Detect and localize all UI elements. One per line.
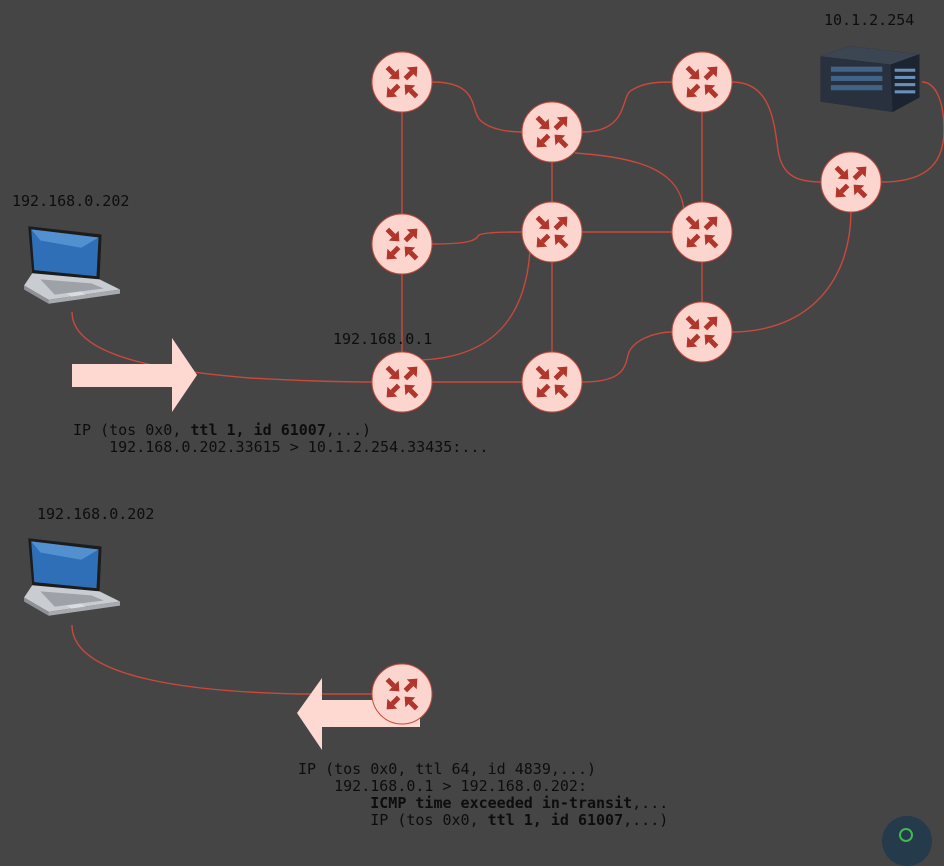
- outgoing-line2: 192.168.0.202.33615 > 10.1.2.254.33435:.…: [73, 438, 489, 456]
- laptop-bottom-ip-label: 192.168.0.202: [37, 505, 155, 523]
- link: [731, 211, 852, 333]
- router-icon: [521, 351, 583, 413]
- link: [431, 81, 523, 133]
- reply-line3-bold: ICMP time exceeded in-transit: [370, 794, 633, 812]
- link: [431, 231, 523, 245]
- reply-line3-indent: [298, 794, 370, 812]
- reply-line3-suffix: ,...: [632, 794, 669, 812]
- link: [71, 624, 372, 695]
- reply-arrow: [297, 678, 420, 750]
- router-icon: [671, 301, 733, 363]
- server-ip-label: 10.1.2.254: [824, 11, 915, 29]
- gateway-ip-label: 192.168.0.1: [333, 330, 433, 348]
- link: [581, 331, 673, 383]
- link: [581, 81, 673, 133]
- reply-line4-indent: IP (tos 0x0,: [298, 811, 488, 829]
- link: [731, 81, 823, 183]
- router-icon: [521, 201, 583, 263]
- laptop-top-ip-label: 192.168.0.202: [12, 192, 130, 210]
- reply-router-icon: [371, 663, 433, 725]
- reply-packet-text: IP (tos 0x0, ttl 64, id 4839,...) 192.16…: [298, 761, 668, 829]
- outgoing-line1-bold: ttl 1, id 61007: [190, 421, 326, 439]
- router-icon: [820, 151, 882, 213]
- router-icon: [371, 213, 433, 275]
- floating-action-button[interactable]: [882, 816, 932, 866]
- link: [574, 152, 685, 211]
- link: [71, 311, 373, 383]
- server-icon: [820, 46, 920, 112]
- router-icon: [371, 51, 433, 113]
- reply-line1: IP (tos 0x0, ttl 64, id 4839,...): [298, 760, 597, 778]
- gateway-router-icon: [371, 351, 433, 413]
- reply-line2: 192.168.0.1 > 192.168.0.202:: [298, 777, 587, 795]
- router-icon: [521, 101, 583, 163]
- laptop-icon: [24, 538, 120, 616]
- outgoing-line1-suffix: ,...): [325, 421, 372, 439]
- router-icon: [671, 201, 733, 263]
- laptop-icon: [24, 226, 120, 304]
- status-icon: [899, 828, 913, 842]
- outgoing-packet-text: IP (tos 0x0, ttl 1, id 61007,...) 192.16…: [73, 422, 488, 456]
- reply-line4-suffix: ,...): [623, 811, 669, 829]
- outgoing-line1-prefix: IP (tos 0x0,: [73, 421, 191, 439]
- router-icon: [671, 51, 733, 113]
- reply-line4-bold: ttl 1, id 61007: [487, 811, 624, 829]
- link: [419, 249, 531, 361]
- outgoing-arrow: [72, 338, 197, 412]
- network-links: [71, 81, 944, 695]
